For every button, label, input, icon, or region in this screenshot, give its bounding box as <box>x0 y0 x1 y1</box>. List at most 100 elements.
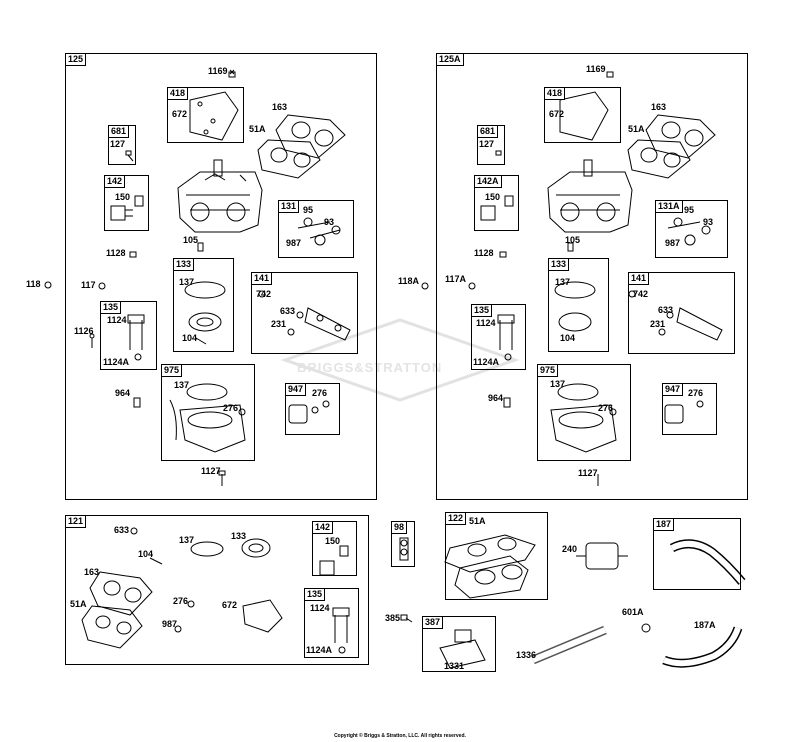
box-142-kit: 142 <box>312 521 357 576</box>
assembly-box-125: 125 <box>65 53 377 500</box>
part-label: 137 <box>555 277 571 287</box>
part-label: 742 <box>633 289 649 299</box>
part-label: 964 <box>115 388 131 398</box>
part-label: 150 <box>485 192 501 202</box>
assembly-box-125A: 125A <box>436 53 748 500</box>
box-tag: 141 <box>628 272 650 285</box>
box-142A: 142A <box>474 175 519 231</box>
box-tag: 387 <box>422 616 444 629</box>
carburetor-body <box>177 159 263 233</box>
part-label: 1124A <box>473 357 500 367</box>
box-tag: 131 <box>278 200 300 213</box>
kit-box-121: 121 <box>65 515 369 665</box>
box-947-right: 947 <box>662 383 717 435</box>
part-label: 163 <box>651 102 667 112</box>
box-tag: 418 <box>167 87 189 100</box>
part-label: 964 <box>488 393 504 403</box>
part-label: 187A <box>694 620 716 630</box>
box-tag: 975 <box>161 364 183 377</box>
part-label: 95 <box>684 205 695 215</box>
box-tag: 142 <box>312 521 334 534</box>
part-label: 231 <box>650 319 666 329</box>
part-label: 51A <box>469 516 486 526</box>
part-label: 93 <box>703 217 714 227</box>
part-label: 95 <box>303 205 314 215</box>
box-tag: 681 <box>108 125 130 138</box>
box-418-right: 418 <box>544 87 621 143</box>
box-tag: 121 <box>65 515 87 528</box>
part-label: 137 <box>179 535 195 545</box>
part-label: 633 <box>114 525 130 535</box>
part-label: 987 <box>286 238 302 248</box>
part-label: 672 <box>172 109 188 119</box>
part-label: 104 <box>182 333 198 343</box>
part-label: 105 <box>183 235 199 245</box>
box-tag: 142 <box>104 175 126 188</box>
box-975-right: 975 <box>537 364 631 461</box>
box-141-right: 141 <box>628 272 735 354</box>
box-142: 142 <box>104 175 149 231</box>
part-label: 231 <box>271 319 287 329</box>
part-label: 163 <box>272 102 288 112</box>
box-135-right: 135 <box>471 304 526 370</box>
part-label: 385 <box>385 613 401 623</box>
box-tag: 133 <box>548 258 570 271</box>
part-label: 672 <box>549 109 565 119</box>
box-187: 187 <box>653 518 741 590</box>
box-tag: 681 <box>477 125 499 138</box>
part-label: 51A <box>628 124 645 134</box>
box-tag: 135 <box>100 301 122 314</box>
part-label: 1124 <box>476 318 496 328</box>
box-tag: 418 <box>544 87 566 100</box>
box-tag: 131A <box>655 200 683 213</box>
part-label: 276 <box>598 403 614 413</box>
box-tag: 947 <box>662 383 684 396</box>
box-135-kit: 135 <box>304 588 359 658</box>
part-label: 137 <box>550 379 566 389</box>
box-131: 131 <box>278 200 354 258</box>
part-label: 1124A <box>103 357 130 367</box>
box-tag: 947 <box>285 383 307 396</box>
part-label: 276 <box>312 388 328 398</box>
box-tag: 142A <box>474 175 502 188</box>
box-122: 122 <box>445 512 548 600</box>
box-tag: 135 <box>304 588 326 601</box>
box-tag: 98 <box>391 521 408 534</box>
part-label: 1126 <box>74 326 94 336</box>
box-133-right: 133 <box>548 258 609 352</box>
box-681: 681 <box>108 125 136 165</box>
part-label: 1124A <box>306 645 333 655</box>
part-label: 987 <box>665 238 681 248</box>
part-label: 117A <box>445 274 467 284</box>
part-label: 137 <box>174 380 190 390</box>
part-label: 104 <box>138 549 154 559</box>
box-tag: 975 <box>537 364 559 377</box>
part-label: 1169 <box>208 66 228 76</box>
part-label: 105 <box>565 235 581 245</box>
part-label: 51A <box>249 124 266 134</box>
part-label: 276 <box>688 388 704 398</box>
box-947: 947 <box>285 383 340 435</box>
box-975: 975 <box>161 364 255 461</box>
box-tag: 122 <box>445 512 467 525</box>
part-label: 633 <box>658 305 674 315</box>
part-label: 137 <box>179 277 195 287</box>
part-label: 117 <box>81 280 96 290</box>
part-label: 1128 <box>106 248 126 258</box>
part-label: 118 <box>26 279 41 289</box>
part-label: 127 <box>479 139 495 149</box>
box-tag: 187 <box>653 518 675 531</box>
box-387: 387 <box>422 616 496 672</box>
part-label: 1169 <box>586 64 606 74</box>
box-tag: 141 <box>251 272 273 285</box>
part-label: 1331 <box>444 661 465 671</box>
copyright-text: Copyright © Briggs & Stratton, LLC. All … <box>334 733 466 739</box>
part-label: 1336 <box>516 650 537 660</box>
part-label: 51A <box>70 599 87 609</box>
part-label: 240 <box>562 544 578 554</box>
box-418: 418 <box>167 87 244 143</box>
box-131A: 131A <box>655 200 728 258</box>
box-tag: 133 <box>173 258 195 271</box>
box-tag: 135 <box>471 304 493 317</box>
